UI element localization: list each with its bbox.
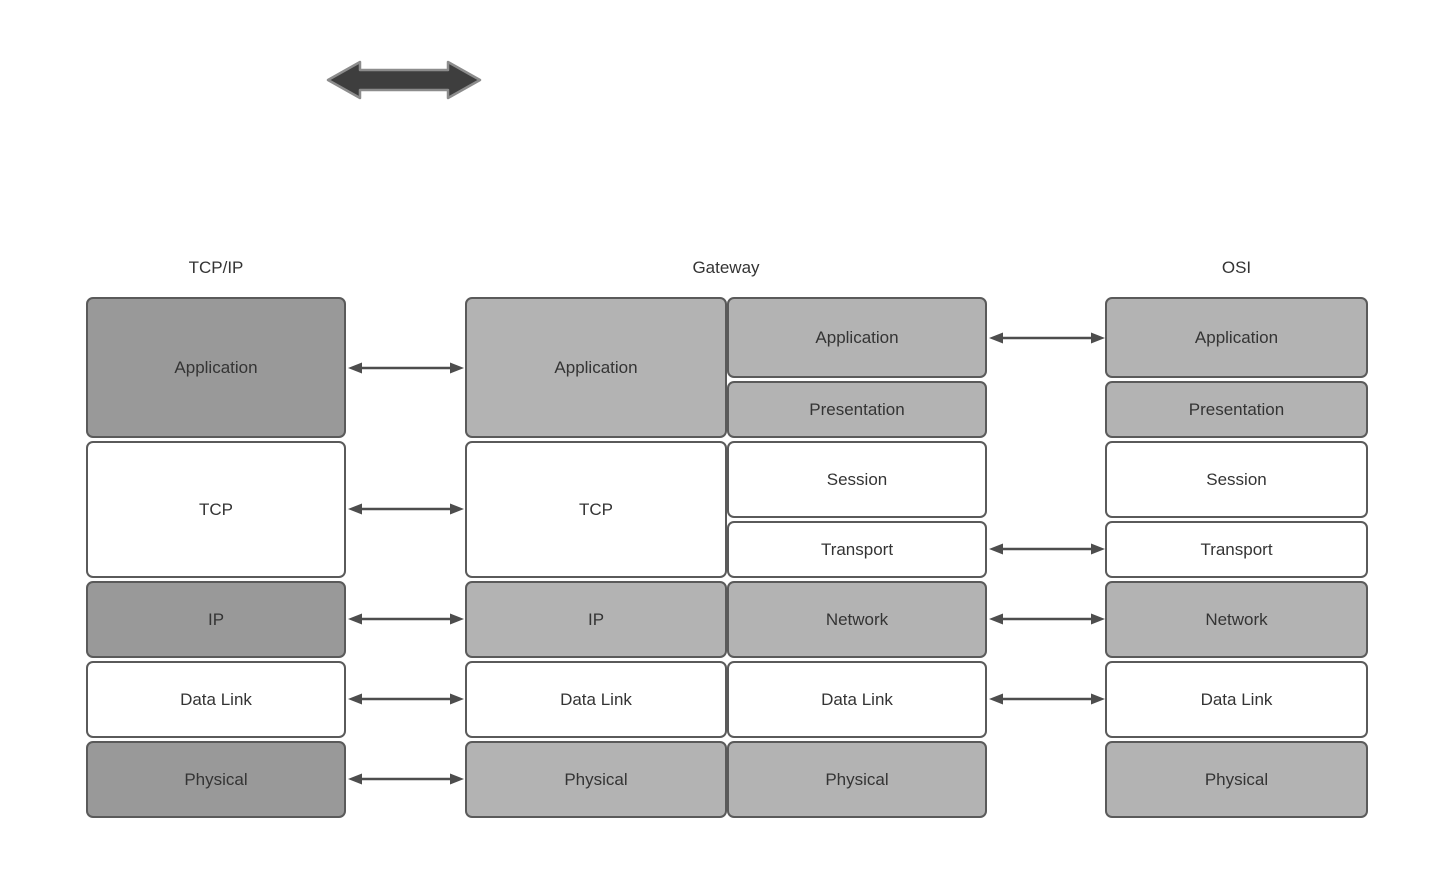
- gateway-right-layer-physical: Physical: [727, 741, 987, 818]
- arrow-tcpip-gateway-physical: [348, 773, 464, 785]
- gateway-right-layer-transport: Transport: [727, 521, 987, 578]
- tcpip-layer-tcp: TCP: [86, 441, 346, 578]
- gateway-right-layer-application: Application: [727, 297, 987, 378]
- tcpip-layer-ip: IP: [86, 581, 346, 658]
- arrow-tcpip-gateway-data-link: [348, 693, 464, 705]
- osi-layer-presentation: Presentation: [1105, 381, 1368, 438]
- tcpip-layer-physical: Physical: [86, 741, 346, 818]
- arrow-gateway-osi-application: [989, 332, 1105, 344]
- gateway-right-layer-presentation: Presentation: [727, 381, 987, 438]
- gateway-left-layer-tcp: TCP: [465, 441, 727, 578]
- tcpip-layer-application: Application: [86, 297, 346, 438]
- osi-layer-network: Network: [1105, 581, 1368, 658]
- arrow-tcpip-gateway-ip: [348, 613, 464, 625]
- gateway-left-layer-application: Application: [465, 297, 727, 438]
- gateway-left-layer-data-link: Data Link: [465, 661, 727, 738]
- arrow-tcpip-gateway-application: [348, 362, 464, 374]
- gateway-right-layer-network: Network: [727, 581, 987, 658]
- gateway-left-layer-physical: Physical: [465, 741, 727, 818]
- osi-layer-session: Session: [1105, 441, 1368, 518]
- osi-layer-physical: Physical: [1105, 741, 1368, 818]
- tcpip-column-header: TCP/IP: [188, 258, 244, 277]
- gateway-right-layer-data-link: Data Link: [727, 661, 987, 738]
- double-headed-arrow-icon: [326, 60, 482, 100]
- arrow-gateway-osi-network: [989, 613, 1105, 625]
- arrow-tcpip-gateway-tcp: [348, 503, 464, 515]
- gateway-left-layer-ip: IP: [465, 581, 727, 658]
- osi-layer-transport: Transport: [1105, 521, 1368, 578]
- osi-layer-data-link: Data Link: [1105, 661, 1368, 738]
- gateway-column-header: Gateway: [692, 258, 760, 277]
- osi-column-header: OSI: [1221, 258, 1252, 277]
- arrow-gateway-osi-transport: [989, 543, 1105, 555]
- tcpip-layer-data-link: Data Link: [86, 661, 346, 738]
- arrow-gateway-osi-data-link: [989, 693, 1105, 705]
- gateway-right-layer-session: Session: [727, 441, 987, 518]
- osi-layer-application: Application: [1105, 297, 1368, 378]
